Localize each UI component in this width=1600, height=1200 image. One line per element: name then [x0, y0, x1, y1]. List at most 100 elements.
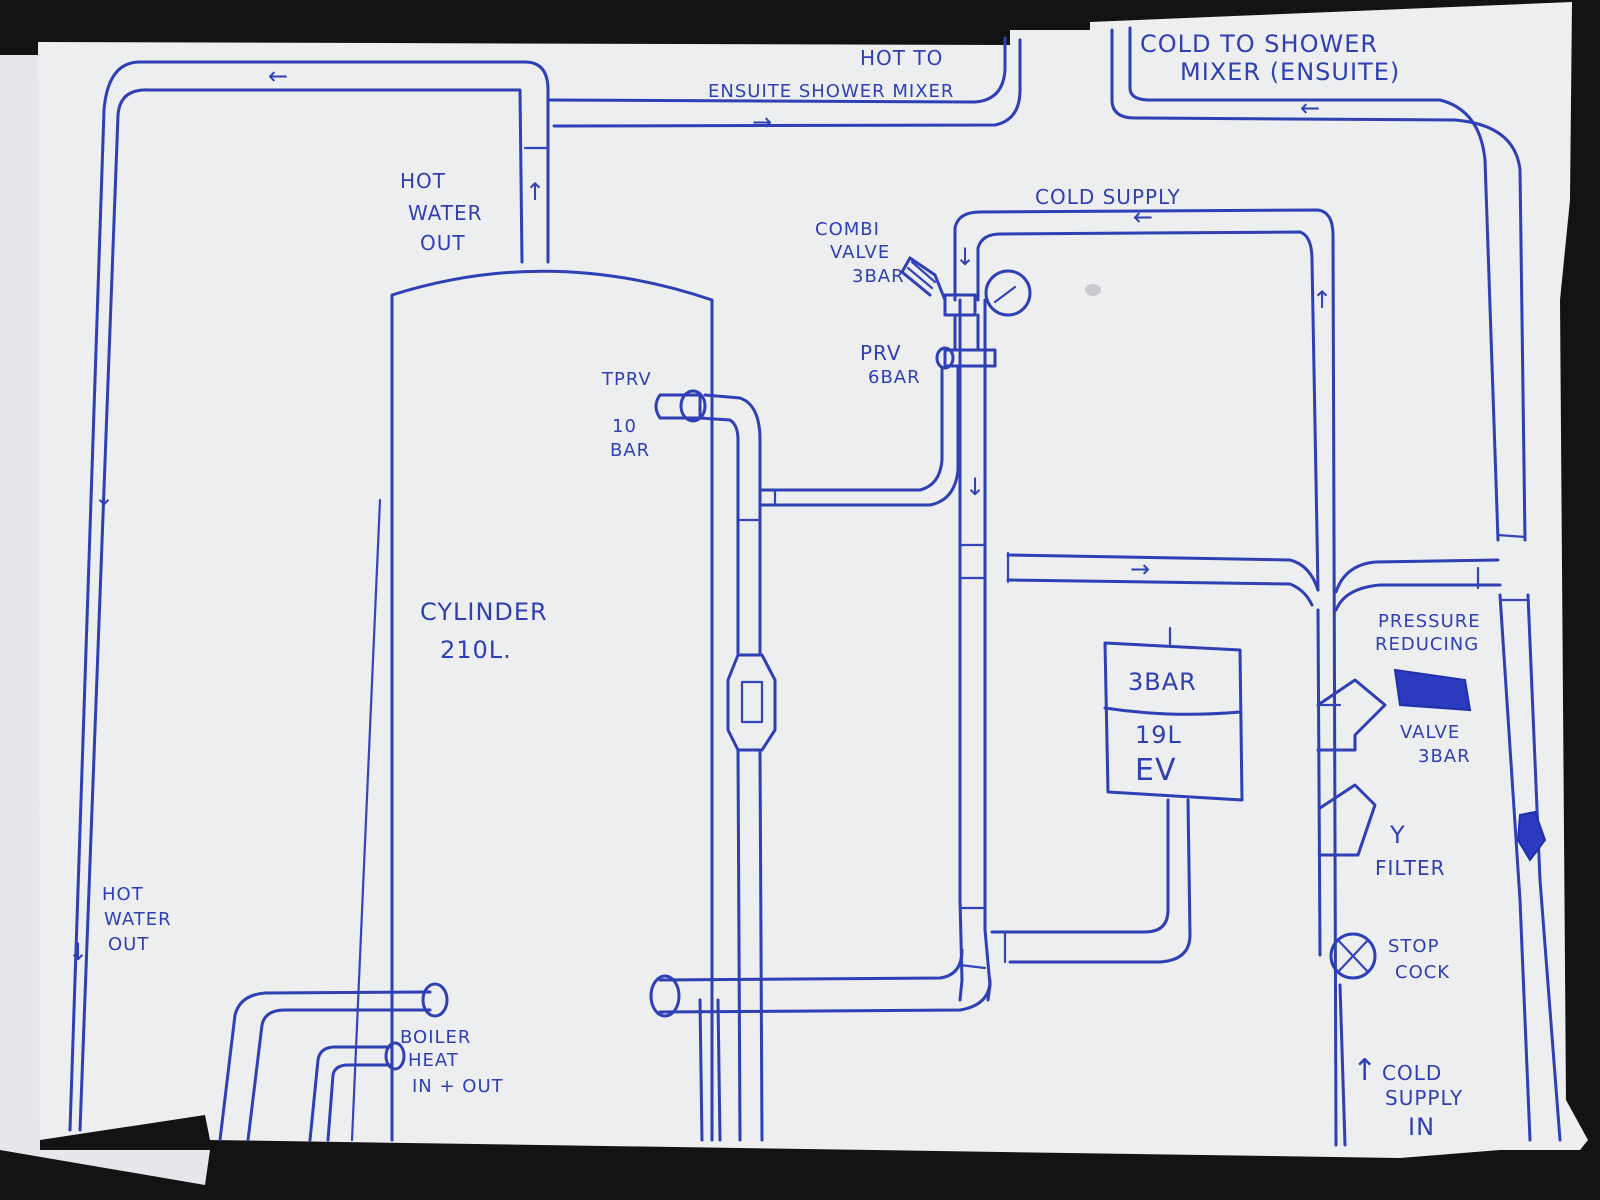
hot-to-ensuite-pipe-top	[546, 36, 1007, 104]
arrow-combi-down: ↓	[955, 243, 976, 271]
label-hot-water-bottom-1: HOT	[102, 884, 144, 905]
cold-feed-joint-d	[958, 963, 987, 970]
arrow-cold-feed-down: ↓	[965, 473, 986, 501]
boiler-return-inner	[326, 1063, 394, 1142]
arrow-hot-to-ensuite: →	[752, 108, 773, 136]
pressure-gauge	[984, 269, 1032, 317]
tundish-left-long	[698, 998, 704, 1142]
label-cold-supply-in-2: SUPPLY	[1385, 1086, 1463, 1110]
label-ev-volume: 19L	[1135, 721, 1182, 749]
stop-cock	[1329, 932, 1377, 980]
boiler-flow-cap	[421, 982, 449, 1018]
label-boiler-1: BOILER	[400, 1027, 471, 1048]
label-hot-water-bottom-3: OUT	[108, 934, 149, 955]
label-boiler-3: IN + OUT	[412, 1076, 504, 1097]
label-ev-pressure: 3BAR	[1128, 668, 1197, 696]
prv-6bar	[935, 346, 997, 370]
tundish-pipe-right	[758, 503, 764, 1142]
label-prv-reducing-4: 3BAR	[1418, 746, 1471, 767]
arrow-riser-up: ↑	[1312, 286, 1333, 314]
label-hot-water-top-1: HOT	[400, 169, 446, 193]
hot-to-ensuite-pipe-bottom	[552, 38, 1022, 128]
label-cold-to-shower-1: COLD TO SHOWER	[1140, 30, 1378, 58]
paper-sheet	[38, 2, 1588, 1158]
label-combi-2: VALVE	[830, 242, 890, 263]
ev-pipe-inner	[990, 798, 1170, 934]
tprv-valve	[654, 389, 762, 507]
label-y-filter-2: FILTER	[1375, 856, 1446, 880]
right-riser-valve	[1516, 810, 1547, 862]
boiler-return-outer	[308, 1045, 392, 1142]
discharge-to-prv-bottom	[758, 366, 960, 507]
boiler-return-cap	[384, 1041, 406, 1071]
label-ev-type: EV	[1135, 753, 1176, 788]
cold-supply-pipe-inner	[976, 230, 1320, 592]
label-hot-to-ensuite-1: HOT TO	[860, 46, 943, 70]
label-y-filter-1: Y	[1389, 821, 1406, 849]
label-stop-cock-1: STOP	[1388, 936, 1439, 957]
label-prv-reducing-2: REDUCING	[1375, 634, 1479, 655]
right-riser-outer	[1526, 593, 1562, 1142]
label-prv-2: 6BAR	[868, 367, 921, 388]
left-thin-line	[350, 498, 382, 1142]
hot-loop-outer	[68, 60, 550, 1132]
label-hot-water-bottom-2: WATER	[104, 909, 172, 930]
ev-pipe-outer	[1008, 798, 1192, 964]
label-hot-water-top-3: OUT	[420, 231, 466, 255]
label-tprv-2: 10	[612, 416, 637, 437]
paper-smudge	[1085, 284, 1101, 296]
under-sheet	[0, 55, 210, 1185]
boiler-flow-outer	[218, 990, 432, 1142]
label-prv-1: PRV	[860, 341, 902, 365]
label-prv-reducing-3: VALVE	[1400, 722, 1460, 743]
label-cold-supply-in-1: COLD	[1382, 1061, 1442, 1085]
arrow-cold-supply: ←	[1133, 203, 1154, 231]
arrow-hot-water-up: ↑	[525, 178, 546, 206]
label-cylinder-2: 210L.	[440, 636, 512, 664]
label-hot-to-ensuite-2: ENSUITE SHOWER MIXER	[708, 81, 954, 102]
label-cold-supply: COLD SUPPLY	[1035, 185, 1181, 209]
cross-pipe-bottom	[1006, 578, 1314, 607]
hot-loop-inner	[78, 88, 524, 1132]
combi-valve	[900, 256, 980, 352]
arrow-cross-flow: →	[1130, 555, 1151, 583]
label-tprv-3: BAR	[610, 440, 650, 461]
drain-pipe-bottom	[658, 978, 992, 1014]
label-tprv-1: TPRV	[601, 369, 652, 390]
cross-pipe-right-top	[1334, 558, 1500, 594]
label-combi-3: 3BAR	[852, 266, 905, 287]
cold-to-shower-pipe-outer	[1110, 28, 1527, 542]
cold-supply-in-left	[1316, 608, 1322, 957]
cold-to-shower-pipe-inner	[1128, 26, 1500, 542]
cross-pipe-top	[1006, 553, 1320, 592]
tundish-left-long2	[716, 998, 722, 1142]
cold-feed-left	[958, 298, 964, 1002]
label-prv-reducing-1: PRESSURE	[1378, 611, 1481, 632]
label-stop-cock-2: COCK	[1395, 962, 1450, 983]
drain-pipe-top	[658, 948, 964, 982]
arrow-left-down-2: ↓	[68, 938, 89, 966]
arrow-cold-to-shower: ←	[1300, 94, 1321, 122]
cold-supply-pipe-outer	[953, 208, 1338, 1147]
label-cold-supply-in-3: IN	[1408, 1113, 1435, 1141]
expansion-vessel	[1103, 626, 1244, 802]
right-riser-inner	[1498, 593, 1532, 1142]
arrow-left-down: ↓	[94, 483, 115, 511]
label-cylinder-1: CYLINDER	[420, 598, 548, 626]
discharge-to-prv-top	[758, 366, 944, 492]
cylinder	[390, 269, 714, 1142]
arrow-supply-in-up: ↑	[1352, 1053, 1378, 1088]
label-combi-1: COMBI	[815, 219, 880, 240]
boiler-flow-inner	[246, 1008, 432, 1142]
tundish-pipe-left	[736, 503, 742, 1142]
cold-supply-in-left-bottom	[1338, 983, 1347, 1147]
drain-end-cap	[649, 974, 681, 1018]
y-filter	[1318, 783, 1377, 857]
right-riser-joint-a	[1496, 533, 1527, 539]
pressure-reducing-valve	[1316, 668, 1472, 752]
tundish	[726, 653, 777, 752]
label-hot-water-top-2: WATER	[408, 201, 483, 225]
arrow-top-loop: ←	[268, 62, 289, 90]
label-boiler-2: HEAT	[408, 1050, 459, 1071]
